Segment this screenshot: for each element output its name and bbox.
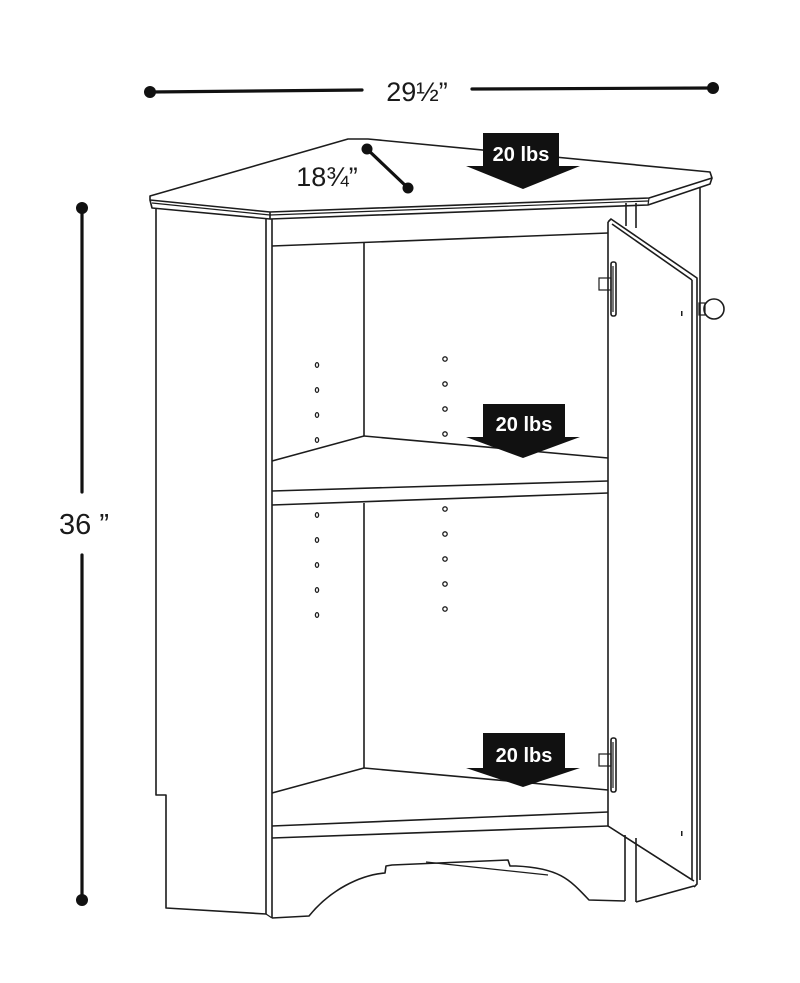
width-endpoint-right <box>707 82 719 94</box>
bottom-shelf-front-bottom <box>271 825 609 839</box>
depth-dimension: 18¾” <box>296 143 414 194</box>
knob-icon <box>703 298 725 320</box>
door-top-edge-inner <box>611 223 693 281</box>
cabinet-door <box>607 218 698 888</box>
door-knob <box>698 298 725 320</box>
left-panel-outline <box>155 208 267 915</box>
height-dimension: 36 ” <box>59 202 109 906</box>
shelf-pin-holes-left-column <box>314 361 320 619</box>
load-label-bottom: 20 lbs <box>496 745 553 767</box>
door-mark-upper <box>681 311 683 316</box>
door-outline <box>607 218 698 888</box>
bottom-shelf-front-top <box>271 811 609 827</box>
base-arch <box>271 859 626 919</box>
door-mark-lower <box>681 831 683 836</box>
width-dimension: 29½” <box>144 77 719 107</box>
top-surface <box>149 138 713 213</box>
height-endpoint-bottom <box>76 894 88 906</box>
top-rail-line <box>271 232 609 247</box>
load-arrow-top: 20 lbs <box>466 133 580 189</box>
middle-shelf-front-bottom <box>271 492 609 506</box>
shelf-pin-holes-right-column <box>442 356 448 612</box>
down-arrow-icon <box>466 404 580 458</box>
depth-dimension-line <box>365 147 410 190</box>
hinge-lower <box>598 737 617 793</box>
top-front-edge <box>269 177 713 220</box>
down-arrow-icon <box>466 133 580 189</box>
depth-endpoint-front <box>402 182 414 194</box>
depth-endpoint-back <box>361 143 373 155</box>
load-label-middle: 20 lbs <box>496 414 553 436</box>
width-endpoint-left <box>144 86 156 98</box>
load-arrow-middle: 20 lbs <box>466 404 580 458</box>
width-dimension-line-left <box>148 88 364 94</box>
down-arrow-icon <box>466 733 580 787</box>
load-label-top: 20 lbs <box>493 144 550 166</box>
left-side-panel <box>155 208 273 919</box>
right-side-panel <box>625 187 701 880</box>
top-corner-edge <box>647 197 650 206</box>
load-arrow-bottom: 20 lbs <box>466 733 580 787</box>
hinge-upper <box>598 261 617 317</box>
cabinet-top <box>149 138 713 220</box>
top-left-edge <box>149 199 271 220</box>
cabinet-interior <box>271 232 609 839</box>
depth-label: 18¾” <box>296 162 358 192</box>
cabinet-base <box>271 825 695 919</box>
height-endpoint-top <box>76 202 88 214</box>
width-dimension-line-right <box>470 86 715 91</box>
width-label: 29½” <box>386 77 448 107</box>
middle-shelf-front-top <box>271 480 609 492</box>
height-label: 36 ” <box>59 509 109 541</box>
